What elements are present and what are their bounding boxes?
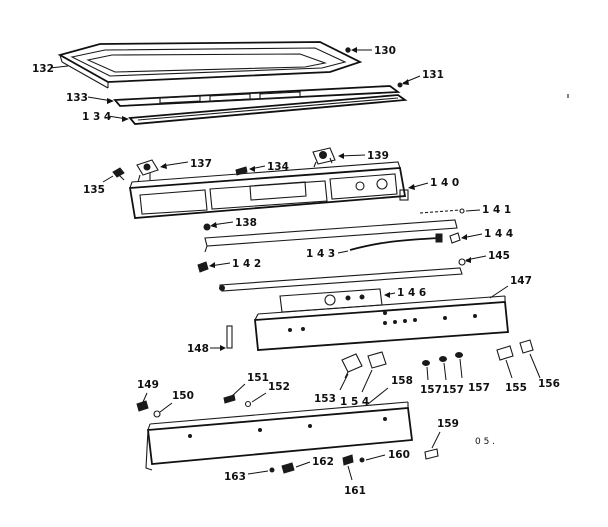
knob-154 xyxy=(361,351,387,393)
pin-148 xyxy=(210,325,233,351)
control-housing-140 xyxy=(128,161,429,219)
label-149: 149 xyxy=(137,379,159,391)
switch-139 xyxy=(312,147,366,168)
top-panel-132 xyxy=(57,41,363,89)
part-134-small xyxy=(235,165,266,176)
bracket-138 xyxy=(203,219,458,253)
label-150: 150 xyxy=(172,390,194,402)
cable-143 xyxy=(337,233,443,254)
part-145 xyxy=(458,255,487,266)
leader-132 xyxy=(49,65,69,69)
strip-134 xyxy=(107,94,408,125)
screw-131 xyxy=(397,75,421,88)
label-154: 1 5 4 xyxy=(340,396,369,408)
label-131: 131 xyxy=(422,69,444,81)
label-134b: 134 xyxy=(267,161,289,173)
label-163: 163 xyxy=(224,471,246,483)
label-141: 1 4 1 xyxy=(482,204,511,216)
label-161: 161 xyxy=(344,485,366,497)
drawing-code: 0 5 . xyxy=(475,437,495,447)
bottom-panel xyxy=(145,401,414,471)
parts-151-152 xyxy=(223,383,267,408)
label-146: 1 4 6 xyxy=(397,287,426,299)
label-153: 153 xyxy=(314,393,336,405)
rod-141 xyxy=(419,208,481,214)
label-133: 133 xyxy=(66,92,88,104)
label-162: 162 xyxy=(312,456,334,468)
label-155: 155 xyxy=(505,382,527,394)
label-143: 1 4 3 xyxy=(306,248,335,260)
label-157a: 157 xyxy=(420,384,442,396)
label-157b: 157 xyxy=(442,384,464,396)
label-157c: 157 xyxy=(468,382,490,394)
screw-130 xyxy=(345,47,372,53)
label-130: 130 xyxy=(374,45,396,57)
parts-155-156 xyxy=(496,339,541,379)
part-159 xyxy=(424,431,441,460)
label-158: 158 xyxy=(391,375,413,387)
parts-162-163 xyxy=(247,461,311,475)
label-151: 151 xyxy=(247,372,269,384)
label-144: 1 4 4 xyxy=(484,228,513,240)
label-142: 1 4 2 xyxy=(232,258,261,270)
parts-160-161 xyxy=(342,454,386,481)
label-148: 148 xyxy=(187,343,209,355)
panel-147 xyxy=(254,285,509,351)
label-132: 132 xyxy=(32,63,54,75)
label-134a: 1 3 4 xyxy=(82,111,111,123)
label-135: 135 xyxy=(83,184,105,196)
rod-end xyxy=(219,285,225,291)
label-140: 1 4 0 xyxy=(430,177,459,189)
label-160: 160 xyxy=(388,449,410,461)
label-147: 147 xyxy=(510,275,532,287)
label-138: 138 xyxy=(235,217,257,229)
label-139: 139 xyxy=(367,150,389,162)
label-152: 152 xyxy=(268,381,290,393)
part-144 xyxy=(449,232,483,244)
knob-153 xyxy=(339,353,363,391)
cover-158 xyxy=(367,387,389,405)
label-159: 159 xyxy=(437,418,459,430)
knobs-157 xyxy=(422,352,463,381)
part-135 xyxy=(102,167,125,183)
switch-137 xyxy=(136,159,189,183)
trim-133 xyxy=(87,85,401,107)
part-142 xyxy=(197,261,231,273)
label-145: 145 xyxy=(488,250,510,262)
parts-149-150 xyxy=(136,392,173,418)
label-156: 156 xyxy=(538,378,560,390)
label-137: 137 xyxy=(190,158,212,170)
